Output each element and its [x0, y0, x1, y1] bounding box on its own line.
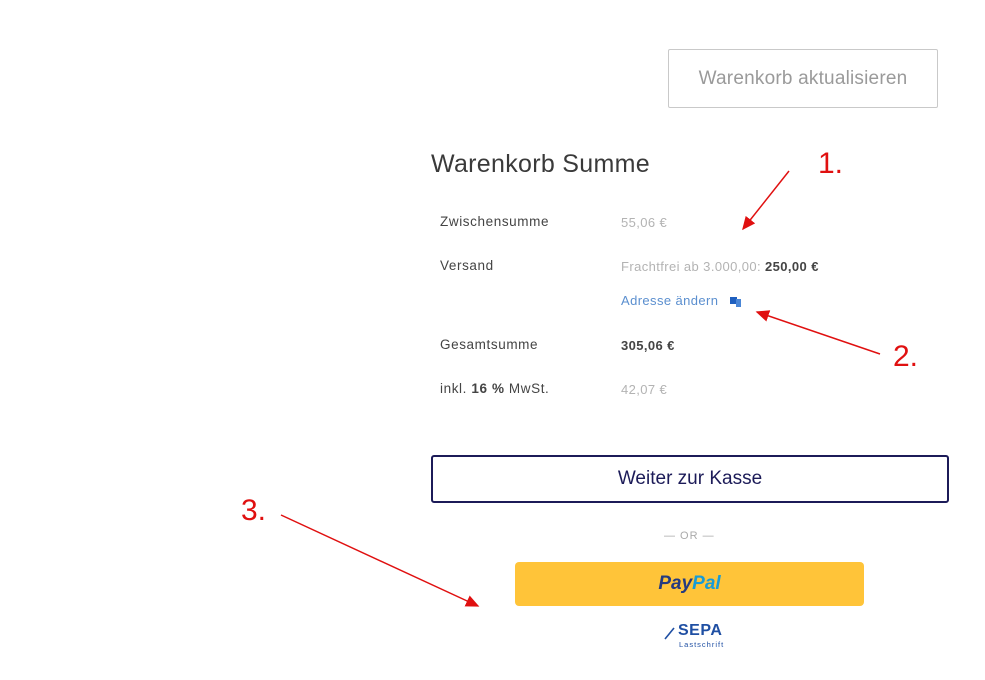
change-address-link[interactable]: Adresse ändern [621, 293, 719, 308]
cart-totals-title: Warenkorb Summe [431, 150, 650, 178]
sepa-logo-mark-icon[interactable] [662, 622, 676, 642]
shipping-value-amount: 250,00 € [765, 259, 819, 274]
annotation-arrow-1 [742, 170, 790, 231]
annotation-arrow-2 [755, 310, 881, 355]
or-separator: — OR — [664, 530, 715, 542]
tax-value: 42,07 € [621, 382, 668, 397]
tax-label-suffix: MwSt. [508, 381, 550, 396]
sepa-logo-subtext: Lastschrift [679, 640, 725, 649]
shipping-value: Frachtfrei ab 3.000,00: 250,00 € [621, 259, 819, 274]
paypal-logo-pay: Pay [658, 573, 693, 594]
checkout-button[interactable]: Weiter zur Kasse [431, 455, 949, 503]
annotation-arrow-3 [280, 514, 480, 607]
total-value: 305,06 € [621, 338, 675, 353]
tax-label-prefix: inkl. [440, 381, 468, 396]
tax-label-rate: 16 % [471, 381, 505, 396]
shipping-value-prefix: Frachtfrei ab 3.000,00: [621, 259, 761, 274]
total-label: Gesamtsumme [440, 337, 539, 352]
subtotal-label: Zwischensumme [440, 214, 550, 229]
map-icon[interactable] [730, 295, 742, 307]
annotation-2: 2. [893, 340, 919, 373]
annotation-3: 3. [241, 494, 267, 527]
tax-label: inkl. 16 % MwSt. [440, 381, 549, 396]
update-cart-button[interactable]: Warenkorb aktualisieren [668, 49, 938, 108]
change-address-row: Adresse ändern [621, 293, 742, 308]
annotation-1: 1. [818, 147, 844, 180]
subtotal-value: 55,06 € [621, 215, 668, 230]
shipping-label: Versand [440, 258, 494, 273]
sepa-logo-text[interactable]: SEPA [678, 622, 723, 639]
paypal-logo-pal: Pal [692, 573, 721, 594]
